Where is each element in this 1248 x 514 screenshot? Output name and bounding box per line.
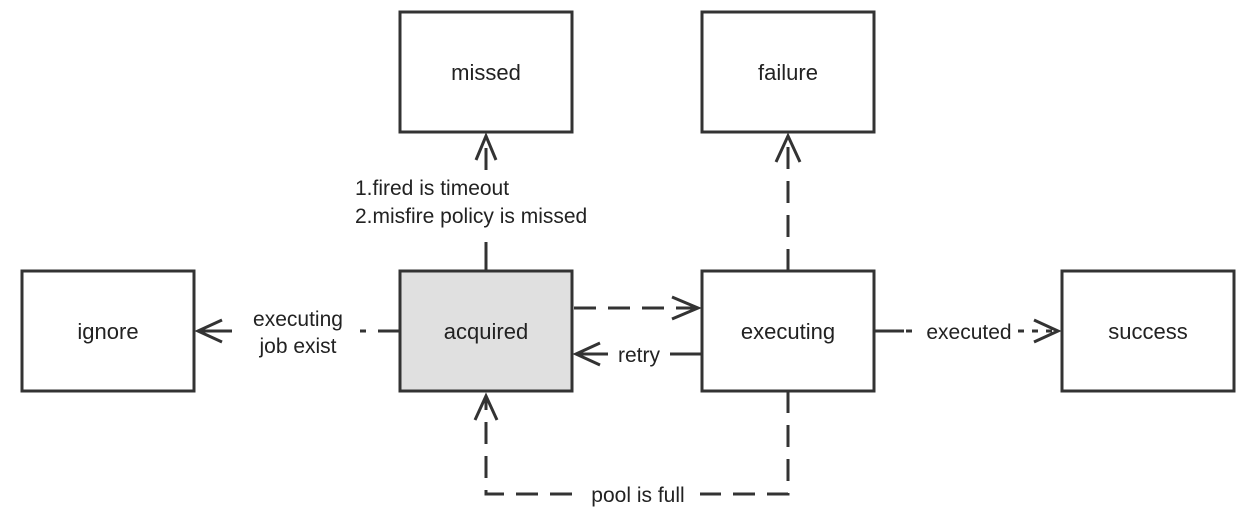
node-executing: executing [700, 269, 876, 393]
edge-acquired-to-missed: 1.fired is timeout 2.misfire policy is m… [355, 132, 587, 271]
node-missed: missed [398, 10, 574, 134]
node-ignore: ignore [20, 269, 196, 393]
edge-acquired-to-executing [574, 295, 702, 321]
node-success: success [1060, 269, 1236, 393]
edge-retry-label: retry [618, 344, 661, 367]
arrowhead-icon [671, 295, 702, 321]
arrowhead-icon [474, 132, 498, 161]
node-failure-box [700, 10, 876, 134]
edge-retry: retry [572, 341, 702, 367]
node-acquired: acquired [398, 269, 574, 393]
node-acquired-label: acquired [444, 319, 528, 344]
edge-pool-full-right [700, 391, 790, 496]
node-failure: failure [700, 10, 876, 134]
arrowhead-icon [1033, 318, 1062, 344]
node-ignore-label: ignore [77, 319, 138, 344]
edge-pool-full: pool is full [473, 391, 790, 507]
arrowhead-icon [774, 132, 802, 163]
node-failure-label: failure [758, 60, 818, 85]
edge-pool-full-left [484, 396, 572, 496]
edge-acquired-to-ignore: executing job exist [194, 308, 400, 358]
arrowhead-icon [473, 392, 499, 421]
edge-pool-full-label: pool is full [591, 484, 684, 507]
edge-missed-label-1: 1.fired is timeout [355, 177, 509, 200]
node-missed-label: missed [451, 60, 521, 85]
edge-executed-label: executed [926, 321, 1011, 344]
node-ignore-box [20, 269, 196, 393]
node-success-label: success [1108, 319, 1187, 344]
node-acquired-box [398, 269, 574, 393]
edge-missed-label-2: 2.misfire policy is missed [355, 205, 587, 228]
edge-ignore-label-2: job exist [258, 335, 336, 358]
node-missed-box [398, 10, 574, 134]
arrowhead-icon [572, 341, 601, 367]
edge-ignore-label-1: executing [253, 308, 343, 331]
node-success-box [1060, 269, 1236, 393]
node-executing-label: executing [741, 319, 835, 344]
edge-executing-to-success: executed [874, 318, 1062, 344]
arrowhead-icon [194, 318, 223, 344]
edge-executing-to-failure [774, 132, 802, 271]
